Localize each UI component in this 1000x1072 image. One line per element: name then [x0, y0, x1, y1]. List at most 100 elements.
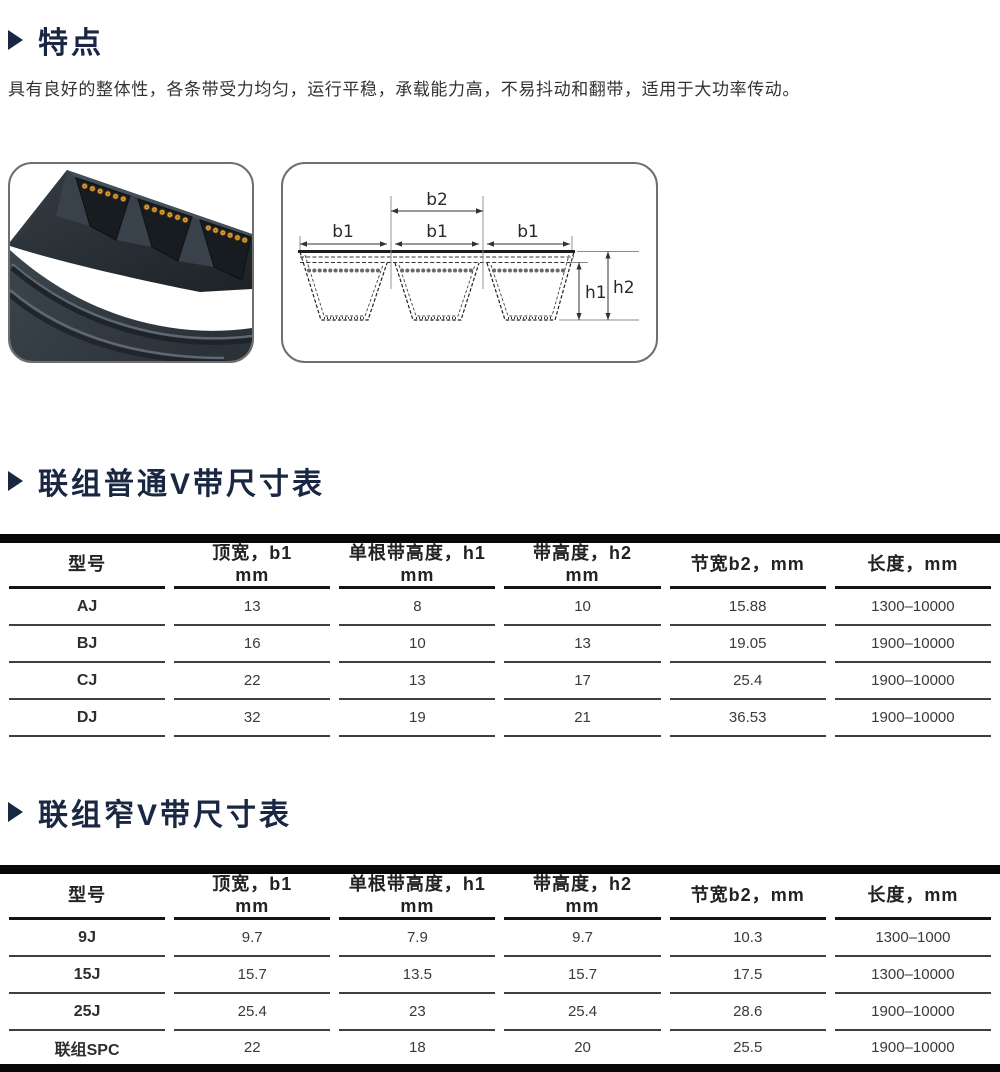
belt-underside-bands — [10, 250, 252, 361]
table-cell: 25.4 — [174, 994, 331, 1032]
table-cell: 32 — [174, 700, 331, 738]
cord-dot-center — [107, 192, 109, 195]
table-cell: 15.88 — [669, 589, 826, 627]
features-description: 具有良好的整体性，各条带受力均匀，运行平稳，承载能力高，不易抖动和翻带，适用于大… — [8, 80, 800, 99]
cord-dot-center — [229, 234, 231, 237]
label-h2: h2 — [613, 278, 635, 298]
table-bottom-bar — [0, 1064, 1000, 1072]
triangle-bullet-icon — [8, 802, 23, 823]
table-cell: 36.53 — [669, 700, 826, 738]
table-cell: 18 — [409, 1039, 426, 1057]
cord-dot-center — [207, 227, 210, 229]
table-cell: 25.4 — [504, 994, 661, 1032]
table-cell: 23 — [339, 994, 496, 1032]
cord-dot-center — [83, 185, 86, 187]
cord-dot-center — [153, 208, 156, 211]
features-title: 特点 — [38, 27, 104, 60]
dimension-drawing: b2 b1 b1 b1 h1 h2 — [298, 190, 639, 321]
column-header: 型号 — [9, 543, 166, 590]
classical-table-title: 联组普通V带尺寸表 — [38, 468, 326, 501]
table-cell: 1300–10000 — [834, 589, 991, 627]
label-b1-left: b1 — [332, 222, 354, 242]
table-cell: 25.4 — [669, 663, 826, 701]
table-cell: 13 — [504, 626, 661, 664]
triangle-bullet-icon — [8, 471, 23, 491]
cord-dot-center — [161, 211, 163, 214]
belt-3d-illustration — [10, 170, 252, 361]
cord-dot-center — [243, 239, 246, 241]
table-cell: 17 — [504, 663, 661, 701]
table-cell: 22 — [174, 663, 331, 701]
cord-dot-center — [169, 213, 171, 216]
table-cell: 15J — [9, 957, 166, 995]
table-cell: 20 — [574, 1039, 591, 1057]
cord-dot-center — [222, 231, 224, 234]
narrow-table-heading: 联组窄V带尺寸表 — [8, 790, 1000, 834]
table-cell: 1300–10000 — [834, 957, 991, 995]
tie-band — [298, 250, 575, 263]
column-header: 节宽b2，mm — [669, 543, 826, 590]
table-cell: 9.7 — [174, 920, 331, 958]
cord-dot-center — [184, 219, 187, 221]
table-cell: 联组SPC — [54, 1041, 120, 1059]
cord-dot-center — [122, 198, 125, 200]
table-cell: 1900–10000 — [871, 1039, 955, 1057]
table-cell: 15.7 — [174, 957, 331, 995]
table-cell: 10.3 — [669, 920, 826, 958]
table-cell: 9J — [9, 920, 166, 958]
table-top-bar — [0, 865, 1000, 875]
table-cell: 9.7 — [504, 920, 661, 958]
table-cell: 17.5 — [669, 957, 826, 995]
table-cell: 28.6 — [669, 994, 826, 1032]
cord-dot-center — [114, 195, 117, 198]
table-cell: 1900–10000 — [834, 626, 991, 664]
belt-ribs — [299, 251, 575, 321]
table-cell: 25.5 — [733, 1039, 763, 1057]
cord-dots — [81, 182, 248, 244]
figures-row: b2 b1 b1 b1 h1 h2 — [8, 162, 1000, 363]
table-cell: 16 — [174, 626, 331, 664]
cord-dot-center — [176, 216, 179, 219]
belt-groove-walls — [56, 170, 214, 267]
table-cell: 21 — [504, 700, 661, 738]
label-h1: h1 — [585, 283, 607, 303]
table-cell: DJ — [9, 700, 166, 738]
belt-dimension-diagram: b2 b1 b1 b1 h1 h2 — [281, 162, 658, 363]
features-section: 特点 具有良好的整体性，各条带受力均匀，运行平稳，承载能力高，不易抖动和翻带，适… — [0, 0, 1000, 100]
table-top-bar — [0, 534, 1000, 543]
table-cell: 8 — [339, 589, 496, 627]
table-cell: 13 — [339, 663, 496, 701]
table-cell: 1300–1000 — [834, 920, 991, 958]
dimension-lines — [300, 208, 611, 320]
table-cell: 13 — [174, 589, 331, 627]
features-heading: 特点 — [8, 18, 1000, 62]
cord-dot-center — [214, 229, 217, 232]
table-cell: 7.9 — [339, 920, 496, 958]
table-cell: 15.7 — [504, 957, 661, 995]
cord-dot-center — [145, 206, 148, 208]
dimension-labels: b2 b1 b1 b1 h1 h2 — [332, 190, 634, 303]
cord-dot-center — [236, 236, 239, 239]
belt-photo — [8, 162, 254, 363]
narrow-table-title: 联组窄V带尺寸表 — [38, 799, 293, 833]
label-b1-middle: b1 — [426, 222, 448, 242]
label-b2: b2 — [426, 190, 448, 210]
table-cell: 10 — [339, 626, 496, 664]
cord-dot-center — [91, 187, 94, 190]
